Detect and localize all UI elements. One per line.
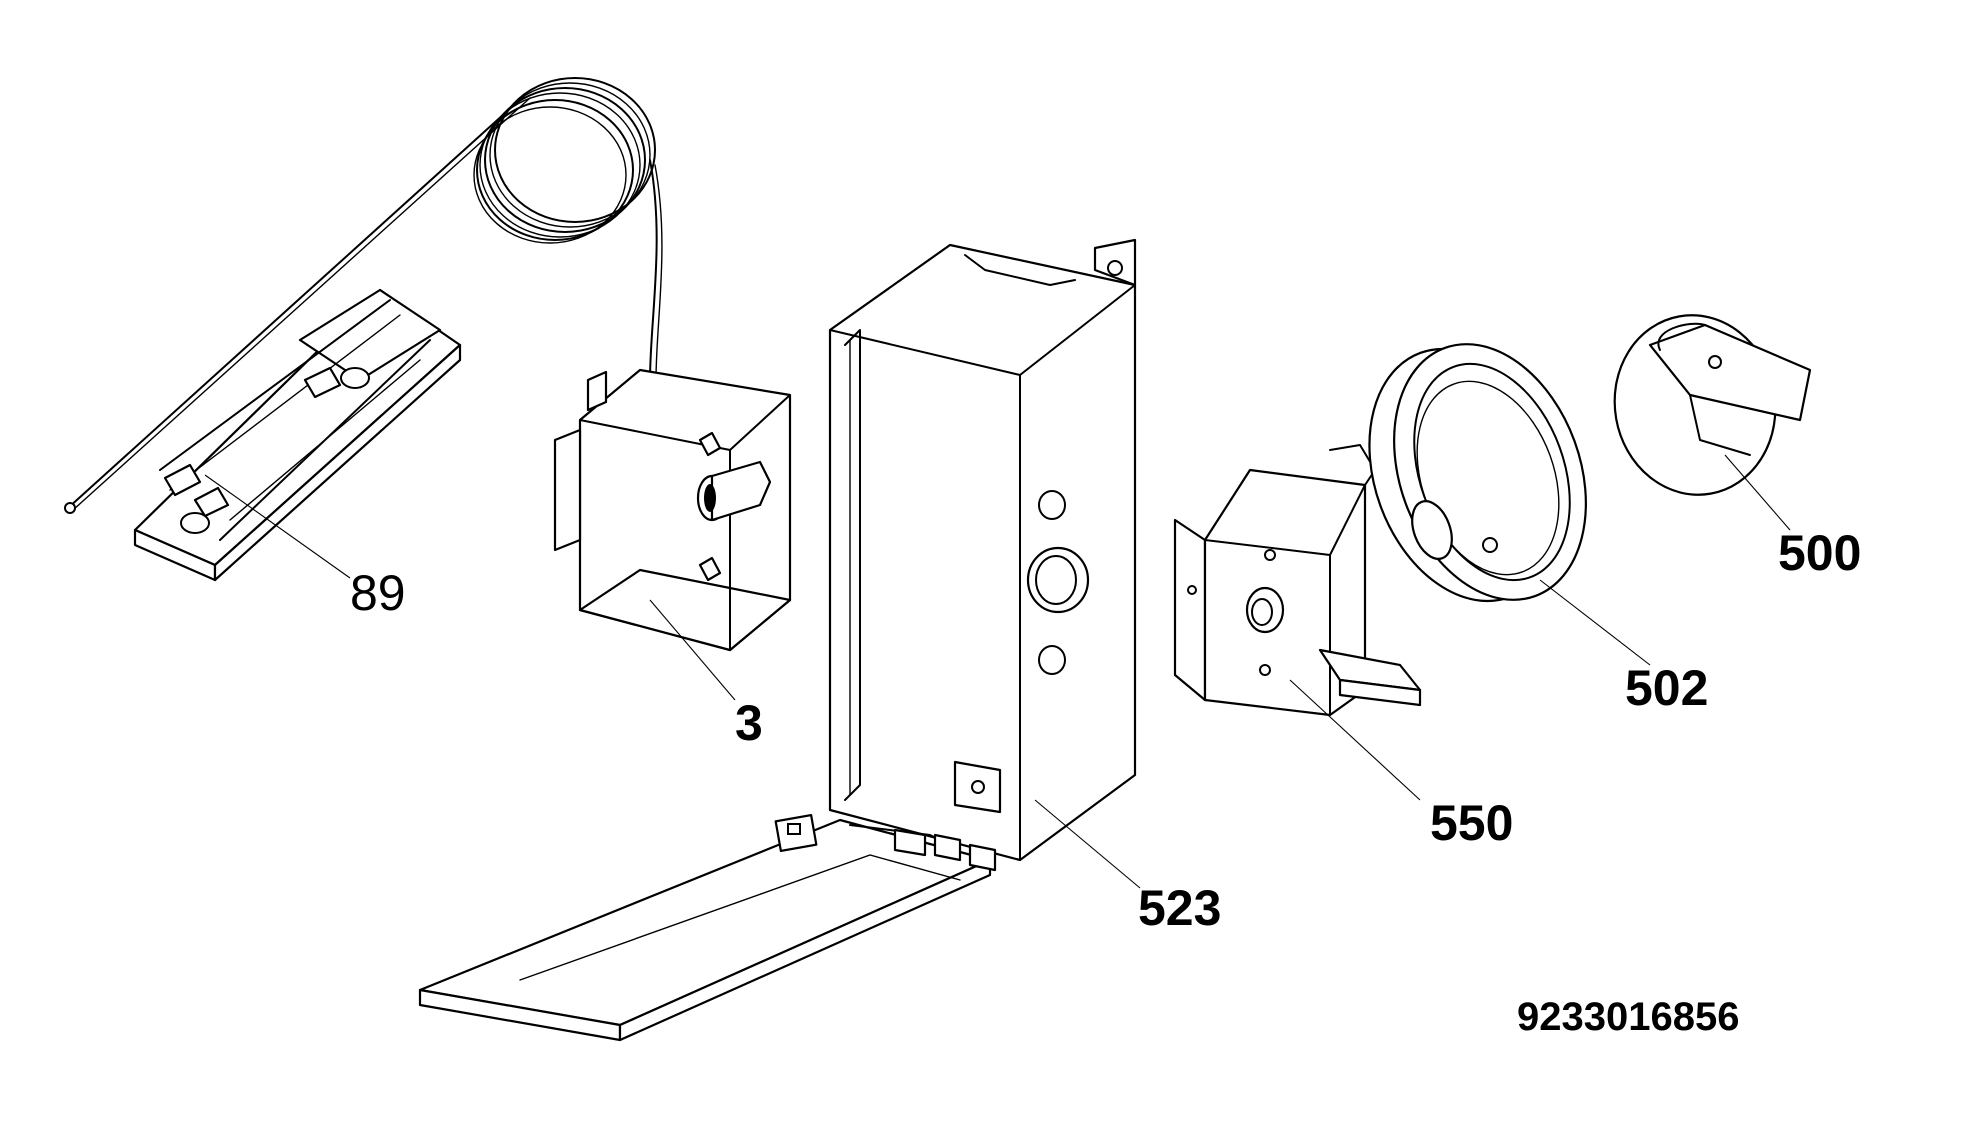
capillary-coil — [473, 77, 663, 381]
part-89-capillary-bracket — [64, 94, 531, 582]
label-500: 500 — [1778, 525, 1861, 581]
part-500-knob — [1613, 314, 1812, 496]
label-502: 502 — [1625, 660, 1708, 716]
label-3: 3 — [735, 695, 763, 751]
label-89: 89 — [350, 565, 406, 621]
part-502-bezel-ring — [1368, 343, 1587, 603]
label-523: 523 — [1138, 880, 1221, 936]
label-550: 550 — [1430, 795, 1513, 851]
bottom-terminal-plate — [418, 814, 997, 1042]
part-550-switch-bracket — [1173, 444, 1422, 717]
leader-lines — [204, 454, 1791, 889]
part-3-thermostat — [553, 368, 792, 652]
drawing-number: 9233016856 — [1517, 995, 1739, 1039]
part-523-housing — [828, 238, 1137, 862]
